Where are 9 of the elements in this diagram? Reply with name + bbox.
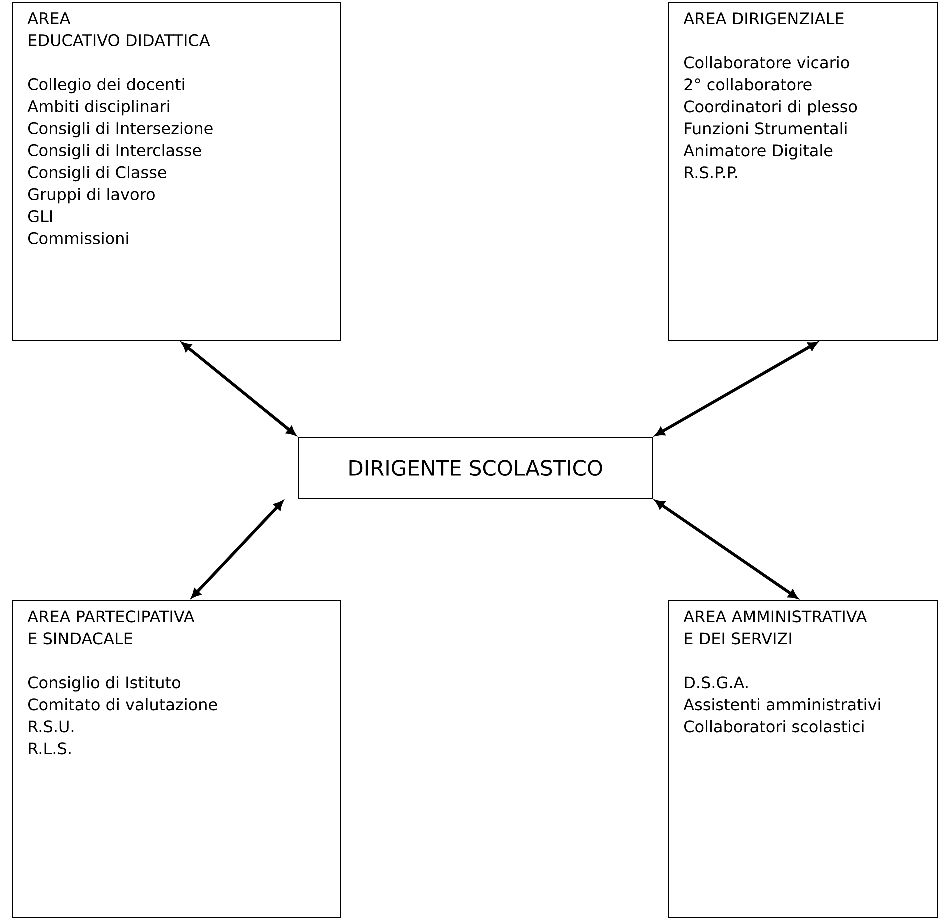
area-box: AREA AMMINISTRATIVA E DEI SERVIZI D.S.G.A. Assistenti amministrativi Collaboratori scolastici — [668, 600, 938, 918]
arrow — [655, 500, 798, 599]
arrow — [192, 501, 284, 598]
area-box: AREA EDUCATIVO DIDATTICA Collegio dei docenti Ambiti disciplinari Consigli di Intersezione Consigli di Interclasse Consigli di Classe Gruppi di lavoro GLI Commissioni — [12, 2, 342, 342]
director-box: DIRIGENTE SCOLASTICO — [298, 437, 654, 500]
arrow — [182, 342, 296, 436]
area-box: AREA PARTECIPATIVA E SINDACALE Consiglio di Istituto Comitato di valutazione R.S.U. R.L.S. — [12, 600, 342, 918]
area-box: AREA DIRIGENZIALE Collaboratore vicario 2° collaboratore Coordinatori di plesso Funzioni Strumentali Animatore Digitale R.S.P.P. — [668, 2, 938, 342]
arrow — [656, 342, 818, 436]
